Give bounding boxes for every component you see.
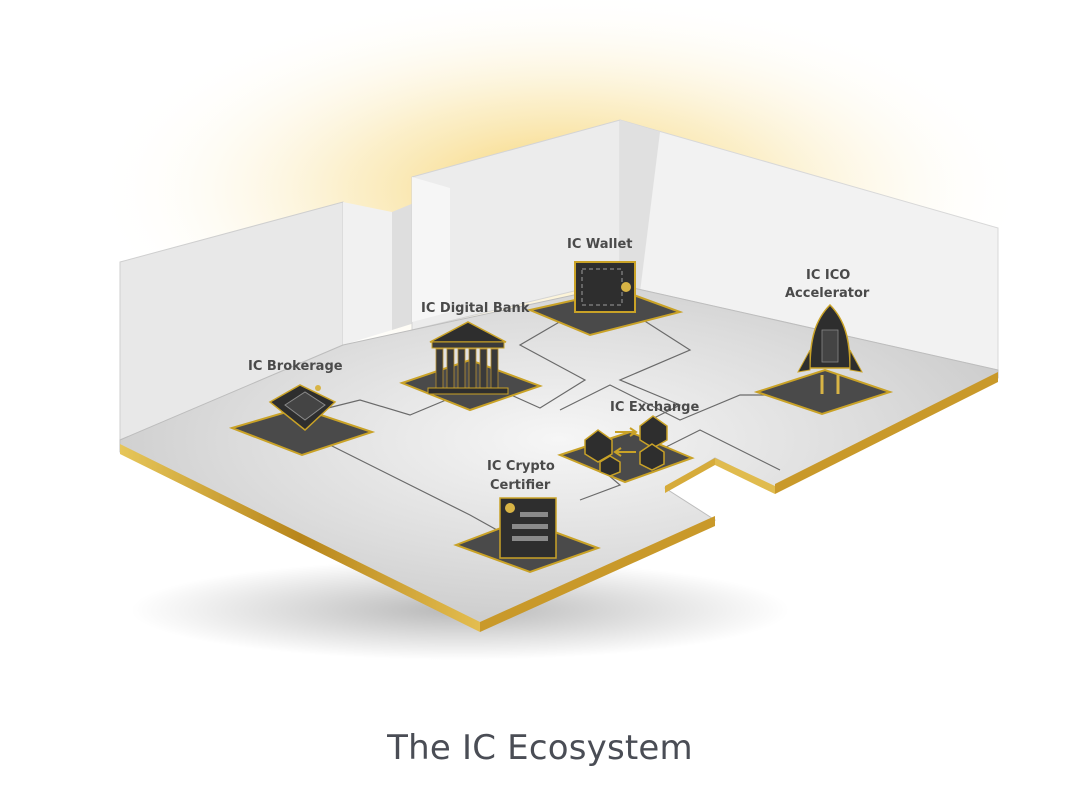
handshake-icon [268, 384, 337, 431]
gold-edge-notch2 [715, 458, 775, 494]
label-brokerage: IC Brokerage [248, 359, 343, 374]
label-digital-bank: IC Digital Bank [421, 301, 530, 316]
gold-edge-notch [665, 458, 715, 493]
right-wall-shade [620, 120, 660, 292]
label-exchange: IC Exchange [610, 400, 699, 415]
rocket-icon [797, 303, 863, 394]
bank-icon [427, 321, 509, 395]
middle-wall-edge [412, 177, 450, 322]
label-certifier-line2: Certifier [490, 478, 551, 493]
gold-edge-left [120, 444, 480, 632]
diagram-caption: The IC Ecosystem [387, 728, 693, 768]
label-certifier-line1: IC Crypto [487, 459, 555, 474]
gold-edge-right [775, 372, 998, 494]
exchange-icon [584, 415, 668, 477]
label-accelerator-line1: IC ICO [806, 268, 850, 283]
certificate-icon [499, 497, 557, 559]
left-pillar [343, 202, 392, 345]
connection-lines [319, 309, 790, 541]
label-wallet: IC Wallet [567, 237, 633, 252]
wallet-icon [574, 261, 636, 313]
brokerage-pad [228, 406, 376, 457]
gold-edge-front [480, 516, 715, 632]
label-accelerator-line2: Accelerator [785, 286, 870, 301]
